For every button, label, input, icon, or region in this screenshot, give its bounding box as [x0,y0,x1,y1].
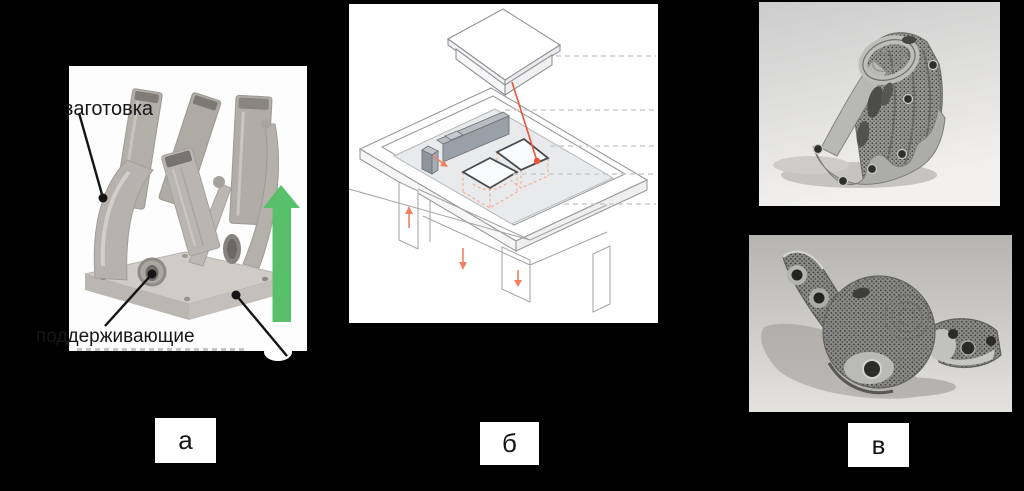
table-legs [348,181,611,313]
build-direction-arrow [263,185,300,322]
slm-diagram-art [348,4,658,323]
bracket-photo-art [759,2,1000,206]
bracket-part [812,32,946,187]
implant-part [782,250,1002,395]
panel-b-diagram [348,4,658,323]
panel-a-caption: а [155,418,216,463]
laser-scanner-unit [446,8,562,97]
clipped-text-artifact [77,348,245,351]
panel-a-photo: заготовка поддерживающие [36,66,307,361]
laser-beam [511,81,541,165]
motion-arrows [405,155,522,287]
supports-label: поддерживающие [36,326,195,347]
panel-v-photo-implant [749,235,1012,412]
recoater-blade [421,111,510,175]
implant-photo-art [749,235,1012,412]
panel-v-caption: в [848,423,909,467]
callout-lines [505,55,656,205]
leader-lines [77,112,292,361]
panel-b-caption: б [480,422,539,465]
workpiece-label: заготовка [64,98,153,120]
workpiece-photo-art [69,66,307,361]
panel-v-photo-bracket [759,2,1000,206]
